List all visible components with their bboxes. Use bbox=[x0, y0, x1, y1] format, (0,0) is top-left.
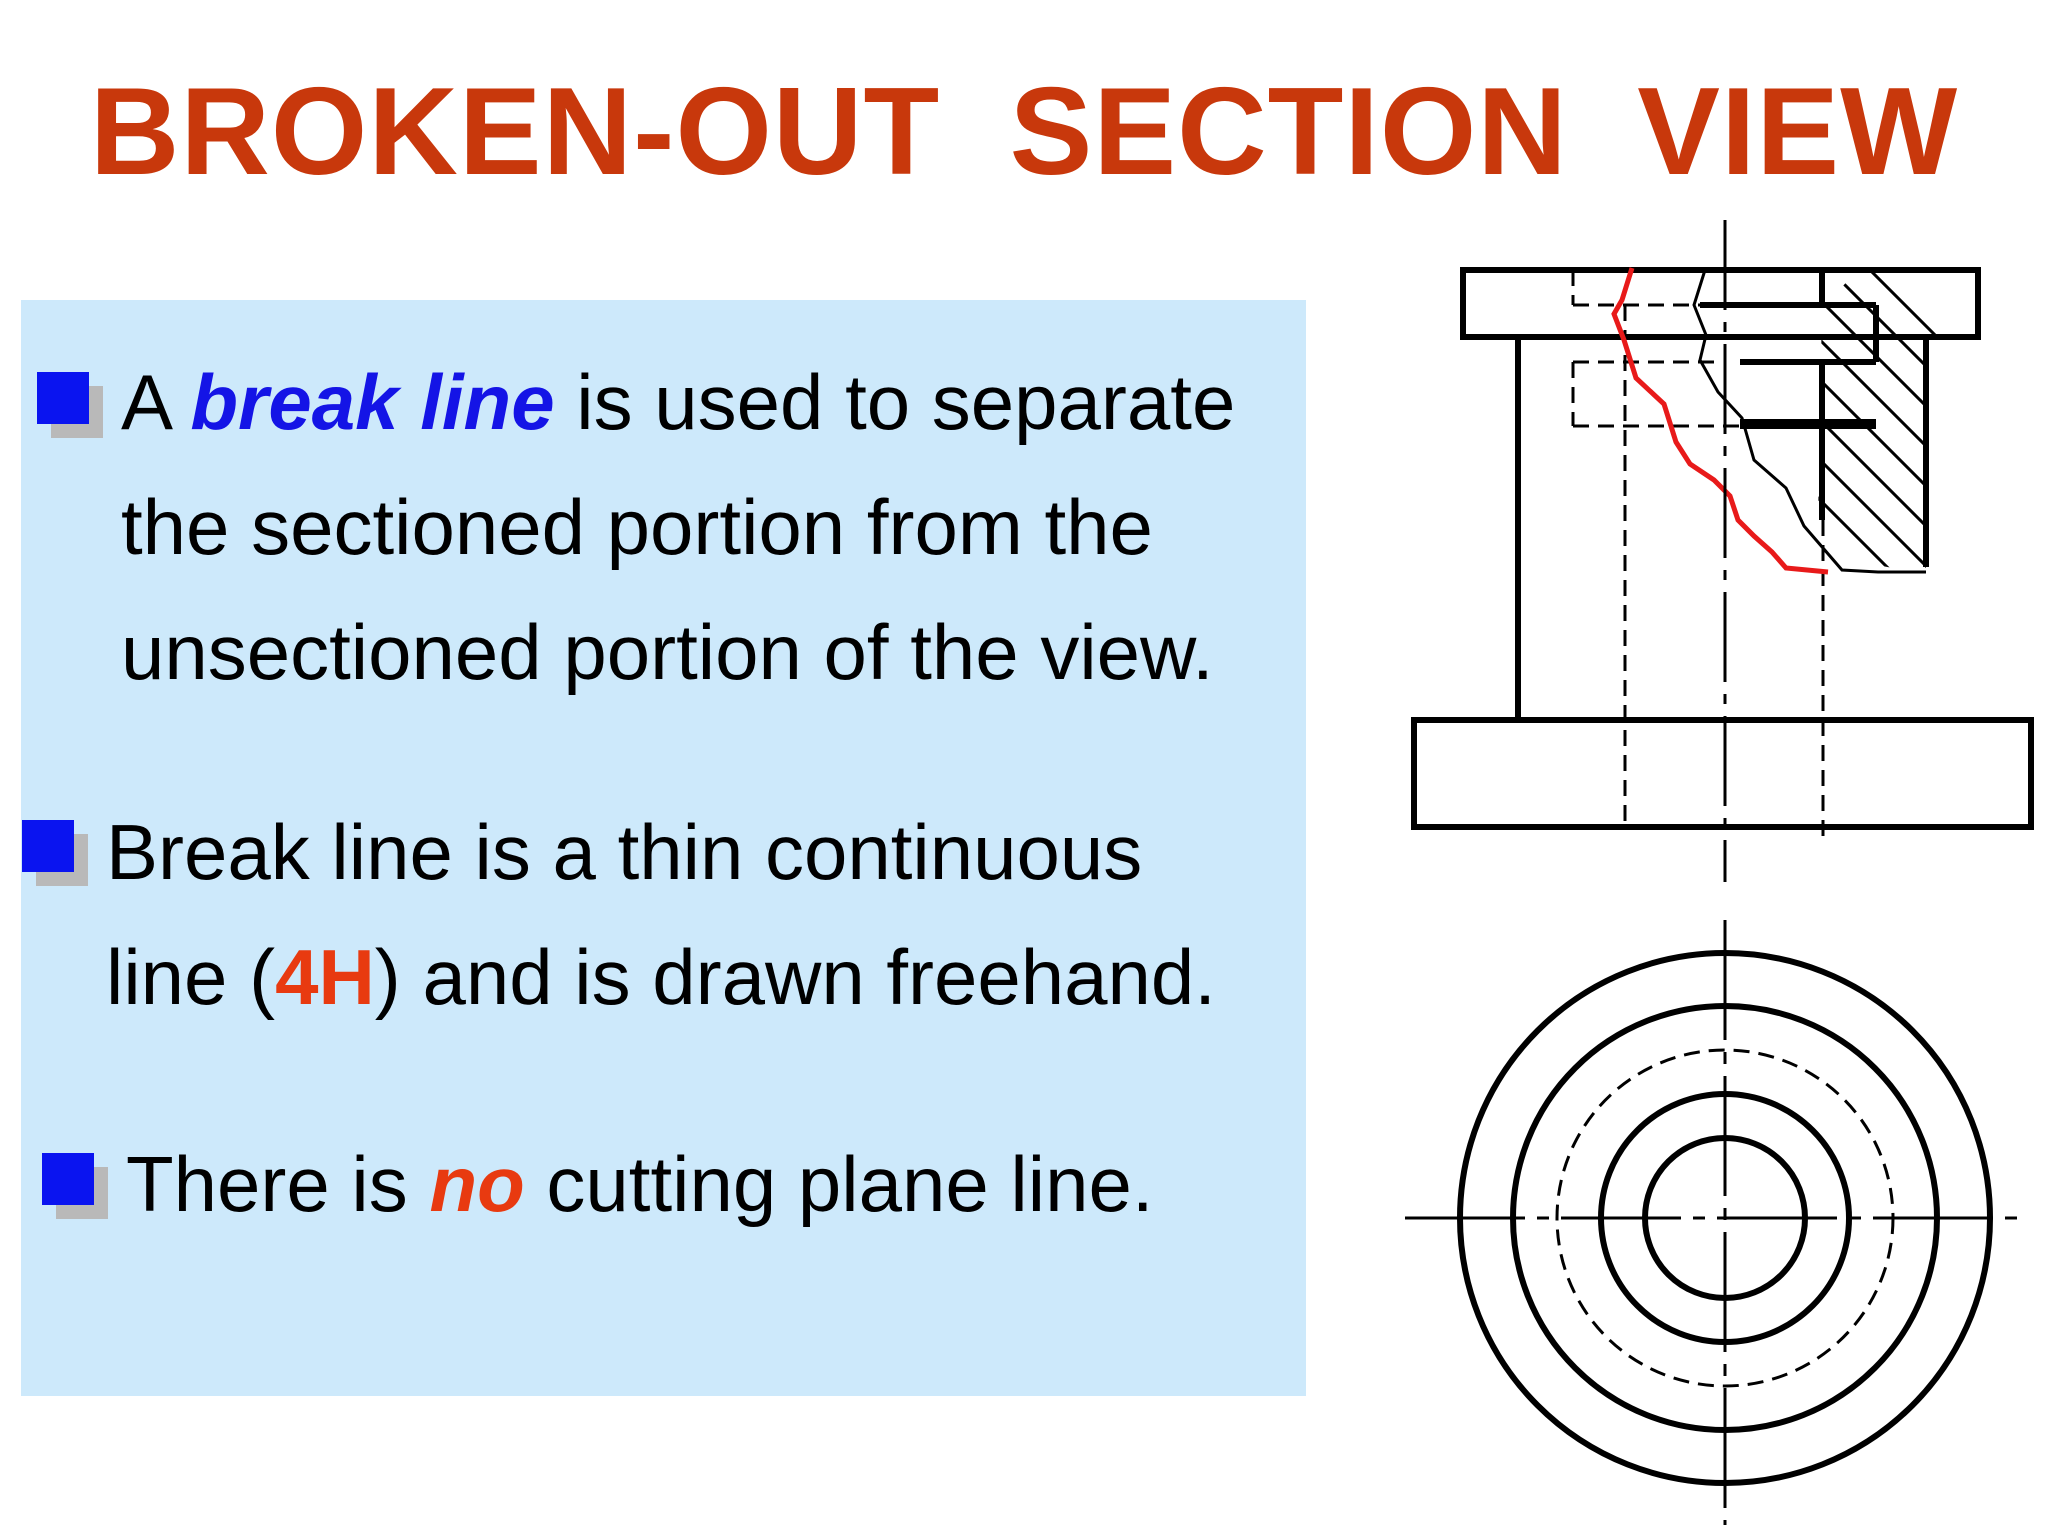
bullet-3-text: cutting plane line. bbox=[524, 1140, 1154, 1228]
bullet-marker-1 bbox=[37, 372, 103, 438]
bullet-2: Break line is a thin continuous line (4H… bbox=[106, 790, 1216, 1040]
bullet-3: There is no cutting plane line. bbox=[126, 1122, 1154, 1247]
bullet-1-line-3: unsectioned portion of the view. bbox=[121, 608, 1214, 696]
no-emphasis: no bbox=[429, 1140, 525, 1228]
blue-square-bullet-icon bbox=[37, 372, 89, 424]
break-line bbox=[1611, 267, 1829, 575]
bullet-1-text: is used to separate bbox=[554, 358, 1236, 446]
section-hatching bbox=[1818, 270, 1978, 574]
break-line-emphasis: break line bbox=[190, 358, 555, 446]
top-flange bbox=[1460, 267, 1981, 340]
blue-square-bullet-icon bbox=[22, 820, 74, 872]
section-boundary bbox=[1692, 269, 1926, 574]
bullet-2-text: ) and is drawn freehand. bbox=[374, 933, 1216, 1021]
bullet-2-text: line ( bbox=[106, 933, 276, 1021]
bullet-1-line-2: the sectioned portion from the bbox=[121, 483, 1153, 571]
front-view bbox=[1411, 267, 2034, 830]
section-interior bbox=[1700, 270, 1879, 520]
bullet-marker-3 bbox=[42, 1153, 108, 1219]
bullet-1: A break line is used to separate the sec… bbox=[121, 340, 1235, 715]
bullet-marker-2 bbox=[22, 820, 88, 886]
pencil-grade-emphasis: 4H bbox=[275, 933, 375, 1021]
page-title: BROKEN-OUT SECTION VIEW bbox=[89, 63, 1959, 201]
bullet-2-line-2: line (4H) and is drawn freehand. bbox=[106, 915, 1216, 1040]
bullet-2-line-1: Break line is a thin continuous bbox=[106, 808, 1143, 896]
bullet-3-text: There is bbox=[126, 1140, 430, 1228]
bullet-1-text: A bbox=[121, 358, 191, 446]
blue-square-bullet-icon bbox=[42, 1153, 94, 1205]
text-panel bbox=[21, 300, 1306, 1396]
hidden-lines bbox=[1571, 270, 1825, 838]
bullet-3-line-1: There is no cutting plane line. bbox=[126, 1122, 1154, 1247]
base bbox=[1411, 717, 2034, 830]
bullet-1-line-1: A break line is used to separate bbox=[121, 340, 1235, 465]
top-view-center-lines bbox=[1405, 920, 2025, 1525]
